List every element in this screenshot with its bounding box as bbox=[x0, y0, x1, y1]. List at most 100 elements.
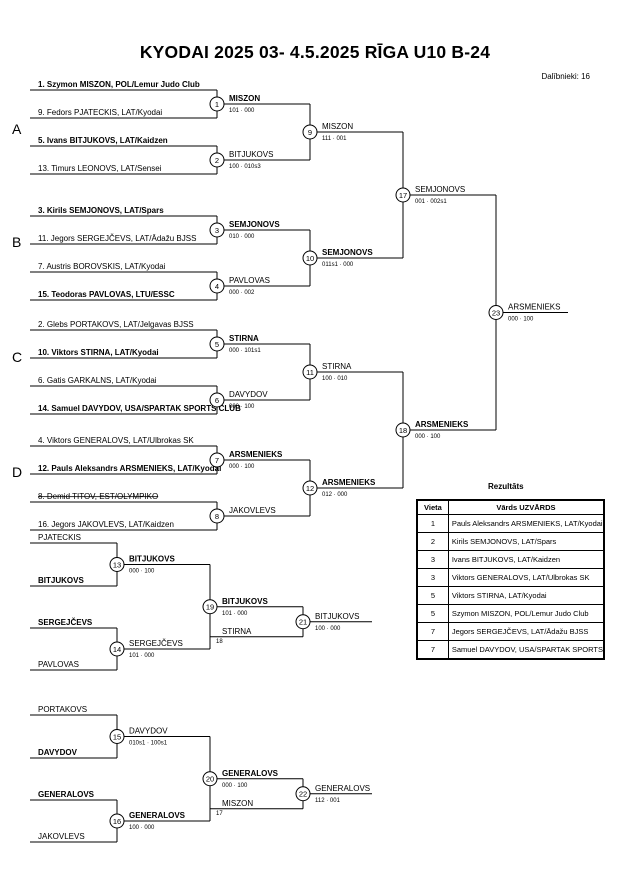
results-header-name: Vārds UZVĀRDS bbox=[447, 499, 605, 515]
page-title: KYODAI 2025 03- 4.5.2025 RĪGA U10 B-24 bbox=[139, 42, 491, 62]
seed-name: 11. Jegors SERGEJČEVS, LAT/Ādažu BJSS bbox=[38, 234, 196, 243]
seed-name: 4. Viktors GENERALOVS, LAT/Ulbrokas SK bbox=[38, 436, 194, 445]
match-number: 9 bbox=[308, 128, 312, 137]
seed-name: 7. Austris BOROVSKIS, LAT/Kyodai bbox=[38, 262, 166, 271]
match-score: 010 · 000 bbox=[229, 234, 255, 240]
match-winner: MISZON bbox=[322, 122, 353, 131]
results-header-place: Vieta bbox=[416, 499, 449, 515]
match-number: 23 bbox=[492, 308, 500, 317]
match-number: 5 bbox=[215, 340, 219, 349]
match-number-circle bbox=[209, 96, 225, 112]
match-score: 011s1 · 000 bbox=[322, 262, 354, 268]
match-number: 7 bbox=[215, 456, 219, 465]
repechage-cross-mark: 18 bbox=[216, 639, 223, 645]
match-winner: STIRNA bbox=[322, 362, 352, 371]
match-number: 2 bbox=[215, 156, 219, 165]
results-name: Samuel DAVYDOV, USA/SPARTAK SPORTS bbox=[447, 640, 605, 660]
match-number: 15 bbox=[113, 732, 121, 741]
results-place: 1 bbox=[416, 514, 449, 533]
match-number-circle bbox=[109, 729, 125, 744]
repechage-cross-entrant: STIRNA bbox=[222, 627, 252, 636]
match-winner: BITJUKOVS bbox=[229, 150, 273, 159]
results-name: Jegors SERGEJČEVS, LAT/Ādažu BJSS bbox=[447, 622, 605, 641]
results-name: Viktors STIRNA, LAT/Kyodai bbox=[447, 586, 605, 605]
match-winner: ARSMENIEKS bbox=[415, 420, 469, 429]
seed-name: 1. Szymon MISZON, POL/Lemur Judo Club bbox=[38, 80, 200, 89]
match-number-circle bbox=[302, 364, 318, 380]
seed-name: 9. Fedors PJATECKIS, LAT/Kyodai bbox=[38, 108, 162, 117]
match-score: 100 · 000 bbox=[129, 825, 155, 831]
match-number: 20 bbox=[206, 775, 214, 784]
match-score: 012 · 000 bbox=[322, 492, 348, 498]
match-winner: SEMJONOVS bbox=[229, 220, 280, 229]
seed-name: 8. Demid TITOV, EST/OLYMPIKO bbox=[38, 492, 158, 501]
match-number: 14 bbox=[113, 645, 121, 654]
results-name: Pauls Aleksandrs ARSMENIEKS, LAT/Kyodai bbox=[447, 514, 605, 533]
repechage-entrant: SERGEJČEVS bbox=[38, 618, 93, 627]
seed-name: 13. Timurs LEONOVS, LAT/Sensei bbox=[38, 164, 162, 173]
results-place: 3 bbox=[416, 568, 449, 587]
group-label: B bbox=[12, 234, 21, 250]
match-number: 19 bbox=[206, 603, 214, 612]
match-score: 111 · 001 bbox=[322, 136, 347, 142]
match-score: 010s1 · 100s1 bbox=[129, 741, 168, 747]
match-number-circle bbox=[202, 771, 218, 787]
match-score: 112 · 001 bbox=[315, 798, 341, 804]
match-winner: ARSMENIEKS bbox=[229, 450, 283, 459]
match-number-circle bbox=[209, 508, 225, 524]
match-score: 100 · 010 bbox=[322, 376, 348, 382]
match-score: 001 · 002s1 bbox=[415, 199, 447, 205]
results-header-row: Vieta Vārds UZVĀRDS bbox=[416, 499, 605, 515]
match-number-circle bbox=[295, 614, 311, 630]
results-place: 2 bbox=[416, 532, 449, 551]
match-number-circle bbox=[209, 392, 225, 408]
seed-name: 15. Teodoras PAVLOVAS, LTU/ESSC bbox=[38, 290, 175, 299]
match-winner: ARSMENIEKS bbox=[322, 478, 376, 487]
match-score: 100 · 010s3 bbox=[229, 164, 261, 170]
results-place: 5 bbox=[416, 604, 449, 623]
repechage-entrant: PORTAKOVS bbox=[38, 705, 87, 714]
seed-name: 10. Viktors STIRNA, LAT/Kyodai bbox=[38, 348, 159, 357]
match-winner: DAVYDOV bbox=[129, 727, 168, 736]
repechage-entrant: PJATECKIS bbox=[38, 533, 81, 542]
match-score: 000 · 100 bbox=[229, 464, 255, 470]
match-number: 11 bbox=[306, 368, 314, 377]
match-score: 101 · 000 bbox=[129, 653, 155, 659]
repechage-entrant: BITJUKOVS bbox=[38, 576, 84, 585]
match-winner: SERGEJČEVS bbox=[129, 639, 183, 648]
results-name: Ivans BITJUKOVS, LAT/Kaidzen bbox=[447, 550, 605, 569]
match-winner: GENERALOVS bbox=[222, 769, 279, 778]
match-number-circle bbox=[302, 250, 318, 266]
group-label: A bbox=[12, 121, 22, 137]
seed-name: 5. Ivans BITJUKOVS, LAT/Kaidzen bbox=[38, 136, 168, 145]
match-winner: GENERALOVS bbox=[315, 784, 370, 793]
results-name: Kirils SEMJONOVS, LAT/Spars bbox=[447, 532, 605, 551]
repechage-cross-entrant: MISZON bbox=[222, 799, 253, 808]
match-score: 000 · 100 bbox=[129, 569, 155, 575]
match-winner: BITJUKOVS bbox=[315, 612, 359, 621]
match-score: 000 · 002 bbox=[229, 290, 255, 296]
match-number: 17 bbox=[399, 191, 407, 200]
match-number-circle bbox=[302, 480, 318, 496]
seed-name: 12. Pauls Aleksandrs ARSMENIEKS, LAT/Kyo… bbox=[38, 464, 221, 473]
seed-name: 14. Samuel DAVYDOV, USA/SPARTAK SPORTS C… bbox=[38, 404, 241, 413]
match-number-circle bbox=[209, 278, 225, 294]
participant-count: Dalībnieki: 16 bbox=[541, 72, 590, 81]
match-number-circle bbox=[202, 599, 218, 615]
results-name: Viktors GENERALOVS, LAT/Ulbrokas SK bbox=[447, 568, 605, 587]
match-score: 101 · 000 bbox=[229, 108, 255, 114]
results-name: Szymon MISZON, POL/Lemur Judo Club bbox=[447, 604, 605, 623]
seed-name: 2. Glebs PORTAKOVS, LAT/Jelgavas BJSS bbox=[38, 320, 194, 329]
match-number: 3 bbox=[215, 226, 219, 235]
match-number-circle bbox=[395, 187, 411, 203]
seed-name: 16. Jegors JAKOVLEVS, LAT/Kaidzen bbox=[38, 520, 174, 529]
match-score: 000 · 100 bbox=[415, 434, 441, 440]
match-winner: SEMJONOVS bbox=[415, 185, 465, 194]
repechage-entrant: DAVYDOV bbox=[38, 748, 78, 757]
results-place: 7 bbox=[416, 640, 449, 660]
match-number-circle bbox=[109, 641, 125, 657]
repechage-entrant: JAKOVLEVS bbox=[38, 832, 85, 841]
